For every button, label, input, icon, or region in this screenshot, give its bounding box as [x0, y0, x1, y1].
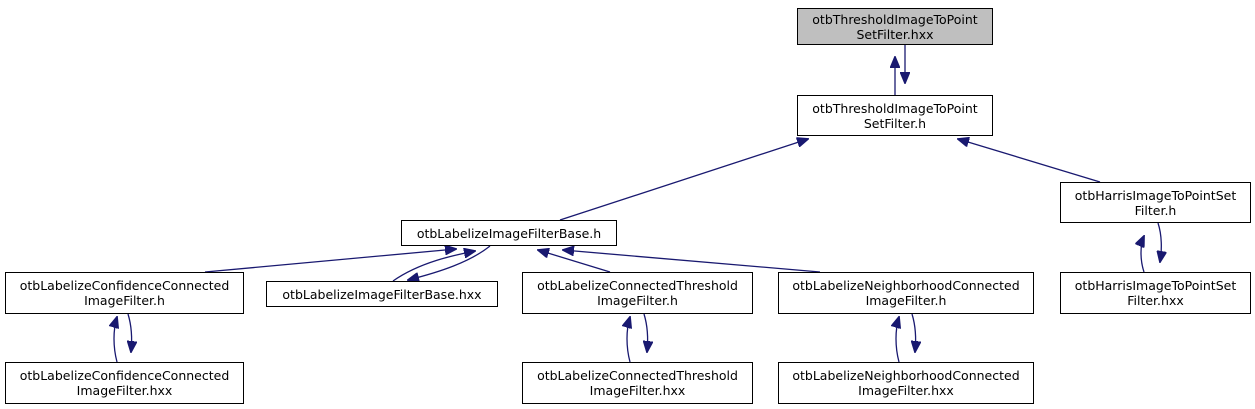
node-label-line2: ImageFilter.hxx [76, 383, 173, 398]
edge-confidence-h-to-labelize-base-h [204, 249, 456, 273]
node-label-line1: otbHarrisImageToPointSet [1074, 278, 1237, 293]
node-label-line2: ImageFilter.h [865, 293, 947, 308]
node-label-line1: otbLabelizeConnectedThreshold [537, 368, 738, 383]
node-neighborhood-h[interactable]: otbLabelizeNeighborhoodConnected ImageFi… [778, 272, 1034, 314]
edge-harris-hxx-to-harris-h [1141, 236, 1144, 273]
node-neighborhood-hxx[interactable]: otbLabelizeNeighborhoodConnected ImageFi… [778, 362, 1034, 404]
edge-harris-h-to-harris-hxx [1158, 222, 1161, 262]
edge-harris-h-to-threshold-h [958, 139, 1101, 183]
edge-labelize-base-hxx-to-labelize-base-h [392, 251, 475, 282]
node-connected-threshold-h[interactable]: otbLabelizeConnectedThreshold ImageFilte… [522, 272, 753, 314]
node-label-line2: Filter.hxx [1127, 293, 1184, 308]
node-confidence-hxx[interactable]: otbLabelizeConfidenceConnected ImageFilt… [5, 362, 244, 404]
node-label-line1: otbLabelizeImageFilterBase.h [416, 225, 602, 241]
node-harris-hxx[interactable]: otbHarrisImageToPointSet Filter.hxx [1060, 272, 1251, 314]
node-label-line2: SetFilter.hxx [856, 26, 934, 42]
node-confidence-h[interactable]: otbLabelizeConfidenceConnected ImageFilt… [5, 272, 244, 314]
edge-confidence-h-to-confidence-hxx [128, 313, 132, 352]
node-label-line2: ImageFilter.hxx [858, 383, 954, 398]
node-labelize-base-hxx[interactable]: otbLabelizeImageFilterBase.hxx [266, 281, 498, 307]
node-label-line1: otbLabelizeNeighborhoodConnected [792, 368, 1020, 383]
edge-connected-threshold-h-to-labelize-base-h [538, 250, 611, 273]
node-label-line2: SetFilter.h [863, 115, 927, 131]
node-label-line2: ImageFilter.h [597, 293, 678, 308]
node-label-line1: otbThresholdImageToPoint [812, 100, 978, 116]
edge-labelize-base-h-to-labelize-base-hxx [408, 245, 491, 280]
node-threshold-hxx: otbThresholdImageToPoint SetFilter.hxx [797, 8, 993, 45]
node-label-line2: ImageFilter.h [84, 293, 165, 308]
node-label-line2: ImageFilter.hxx [589, 383, 686, 398]
node-label-line1: otbThresholdImageToPoint [812, 11, 978, 27]
edge-connected-threshold-h-to-connected-threshold-hxx [644, 313, 648, 352]
node-connected-threshold-hxx[interactable]: otbLabelizeConnectedThreshold ImageFilte… [522, 362, 753, 404]
node-label-line1: otbLabelizeNeighborhoodConnected [792, 278, 1020, 293]
node-harris-h[interactable]: otbHarrisImageToPointSet Filter.h [1060, 182, 1251, 223]
edge-connected-threshold-hxx-to-connected-threshold-h [627, 317, 630, 363]
node-label-line1: otbLabelizeConfidenceConnected [19, 368, 230, 383]
node-label-line1: otbHarrisImageToPointSet [1074, 187, 1237, 203]
node-label-line1: otbLabelizeConnectedThreshold [537, 278, 738, 293]
node-label-line1: otbLabelizeImageFilterBase.hxx [282, 286, 482, 302]
node-threshold-h[interactable]: otbThresholdImageToPoint SetFilter.h [797, 95, 993, 136]
edge-confidence-hxx-to-confidence-h [114, 317, 117, 363]
node-label-line2: Filter.h [1134, 202, 1177, 218]
edge-neighborhood-hxx-to-neighborhood-h [896, 317, 899, 363]
node-labelize-base-h[interactable]: otbLabelizeImageFilterBase.h [401, 220, 617, 246]
edge-neighborhood-h-to-labelize-base-h [563, 250, 821, 273]
edge-labelize-base-h-to-threshold-h [559, 139, 808, 221]
edge-neighborhood-h-to-neighborhood-hxx [912, 313, 916, 352]
node-label-line1: otbLabelizeConfidenceConnected [19, 278, 230, 293]
